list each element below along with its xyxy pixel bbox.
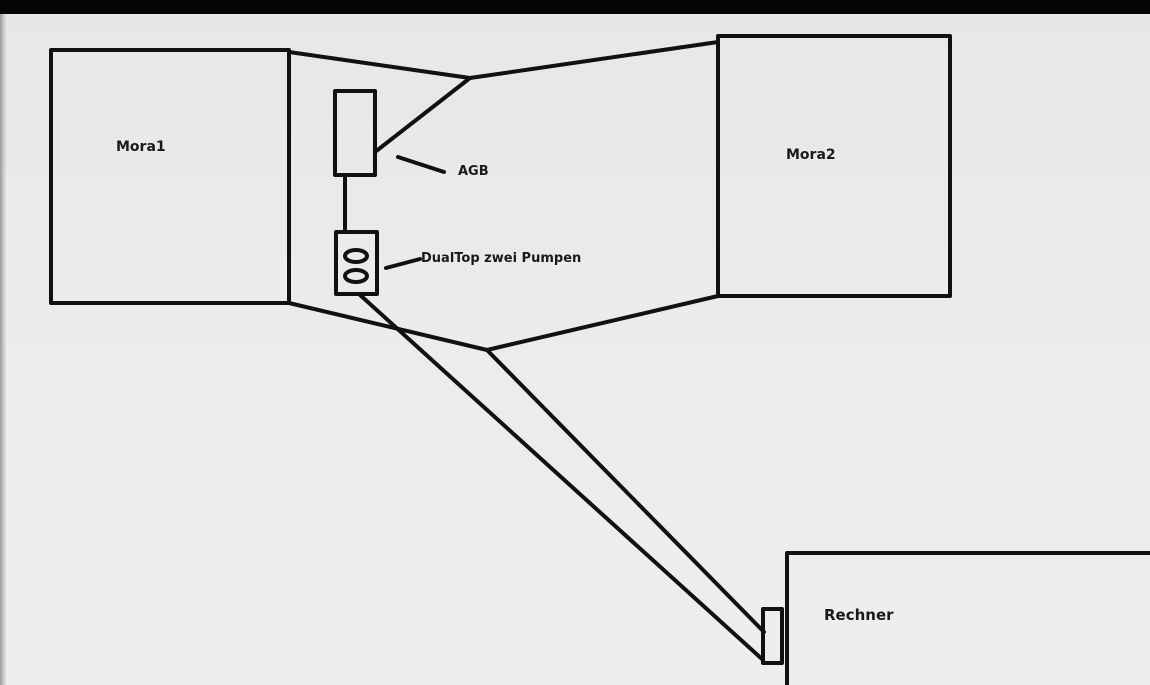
agb-label: AGB (458, 164, 489, 179)
mora1-label: Mora1 (116, 139, 166, 155)
rechner-box (785, 551, 1150, 685)
rechner-label: Rechner (824, 606, 894, 624)
pump-2-icon (343, 268, 369, 284)
mora1-box (49, 48, 291, 305)
agb-pointer (396, 155, 446, 174)
agb-box (333, 89, 377, 177)
tube-mora1-mora2-bottom (287, 294, 720, 352)
tube-junction-rechner (485, 348, 766, 634)
rechner-port (761, 607, 784, 665)
dualtop-pump-box (334, 230, 379, 296)
drawing-canvas (0, 14, 1150, 685)
pump-1-icon (343, 248, 369, 264)
monitor-top-bezel (0, 0, 1150, 14)
dualtop-label: DualTop zwei Pumpen (421, 251, 581, 266)
tube-mora1-mora2-top (287, 40, 720, 80)
tube-pump-rechner (357, 292, 764, 661)
mora2-box (716, 34, 952, 298)
dualtop-pointer (384, 257, 422, 270)
mora2-label: Mora2 (786, 147, 836, 163)
tube-agb-inlet (373, 76, 472, 154)
monitor-left-edge (0, 14, 6, 685)
